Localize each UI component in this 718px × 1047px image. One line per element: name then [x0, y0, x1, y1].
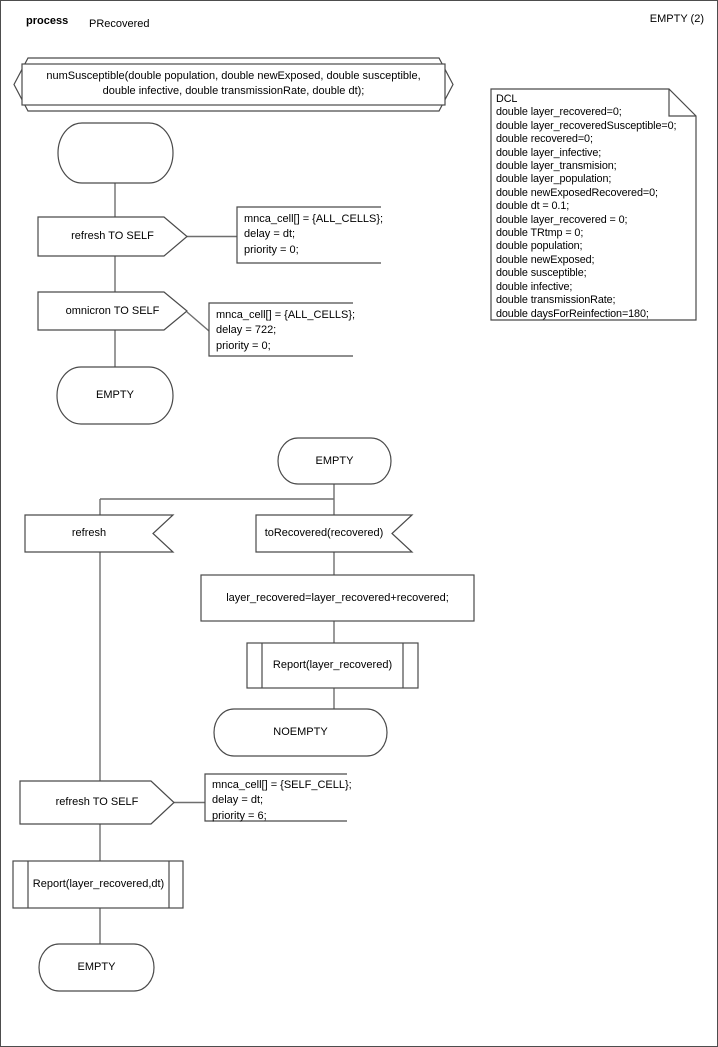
state-empty-3-shape — [38, 943, 155, 992]
output-omnicron-to-self-shape — [37, 291, 188, 331]
task-layer-recovered-label: layer_recovered=layer_recovered+recovere… — [226, 592, 449, 604]
connector-output2-to-comment2 — [186, 311, 210, 332]
procedure-signature-inner-shape — [21, 63, 446, 106]
process-name-label: PRecovered — [89, 18, 150, 30]
procedure-signature-text: numSusceptible(double population, double… — [46, 70, 421, 97]
state-noempty-label: NOEMPTY — [273, 726, 328, 738]
comment-self-cell-text: mnca_cell[] = {SELF_CELL}; delay = dt; p… — [212, 779, 352, 822]
state-empty-3-label: EMPTY — [77, 961, 116, 973]
state-empty-2-shape — [277, 437, 392, 485]
procedure-report-2-shape — [12, 860, 184, 909]
connector-lines — [99, 181, 335, 944]
input-refresh-label: refresh — [71, 527, 107, 539]
state-empty-2-label: EMPTY — [315, 455, 354, 467]
procedure-report-2-sidebars — [27, 861, 170, 908]
comment-bracket-2 — [208, 302, 353, 357]
comment-omnicron-text: mnca_cell[] = {ALL_CELLS}; delay = 722; … — [216, 309, 356, 352]
state-empty-1-label: EMPTY — [96, 389, 134, 401]
comment-refresh-text: mnca_cell[] = {ALL_CELLS}; delay = dt; p… — [244, 213, 384, 256]
procedure-report-1-shape — [246, 642, 419, 689]
output-omnicron-to-self-label: omnicron TO SELF — [65, 305, 160, 317]
input-torecovered-shape — [255, 514, 414, 553]
declarations-text: DCL double layer_recovered=0; double lay… — [496, 93, 677, 320]
declarations-note-fold — [668, 89, 696, 117]
state-noempty-shape — [213, 708, 388, 757]
procedure-report-1-sidebars — [261, 643, 404, 688]
output-refresh-to-self-2-label: refresh TO SELF — [55, 796, 139, 808]
output-refresh-to-self-shape — [37, 216, 188, 257]
diagram-kind-label: process — [26, 15, 69, 27]
procedure-report-2-label: Report(layer_recovered,dt) — [32, 878, 165, 890]
page-label: EMPTY (2) — [649, 13, 704, 25]
output-refresh-to-self-label: refresh TO SELF — [71, 230, 154, 242]
input-refresh-shape — [24, 514, 175, 553]
start-state-symbol — [57, 122, 174, 184]
procedure-report-1-label: Report(layer_recovered) — [272, 659, 393, 671]
declarations-note-shape — [490, 88, 697, 321]
input-torecovered-label: toRecovered(recovered) — [264, 527, 384, 539]
state-empty-1-shape — [56, 366, 174, 425]
connector-state2-branch — [99, 484, 335, 515]
comment-bracket-1 — [236, 206, 381, 264]
task-layer-recovered-shape — [200, 574, 475, 622]
comment-bracket-3 — [204, 773, 347, 822]
output-refresh-to-self-2-shape — [19, 780, 175, 825]
